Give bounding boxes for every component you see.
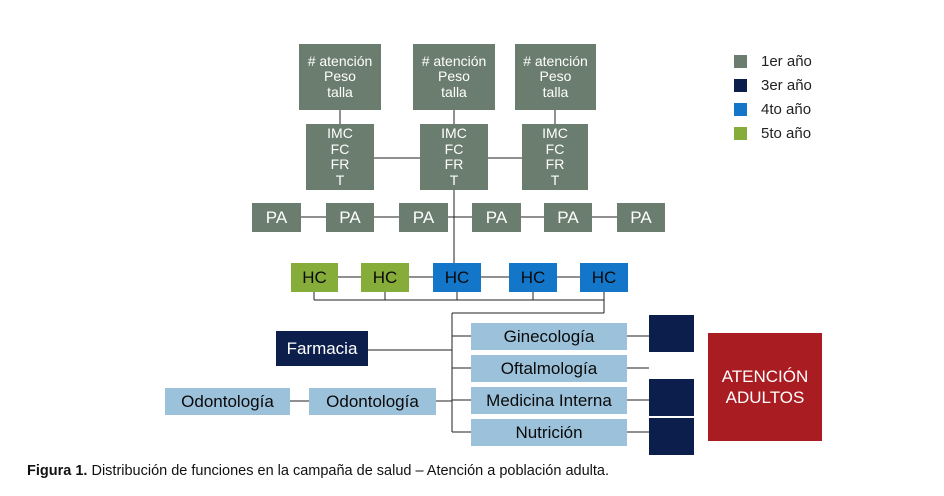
attention-line: talla bbox=[542, 83, 569, 100]
service-ginecologia: Ginecología bbox=[471, 323, 627, 350]
legend-label: 4to año bbox=[761, 101, 812, 118]
attention-line: Peso bbox=[438, 68, 470, 85]
hc-box: HC bbox=[433, 263, 481, 292]
attention-box-1: # atención Peso talla bbox=[299, 44, 381, 110]
legend-label: 1er año bbox=[761, 53, 812, 70]
vitals-box-3: IMC FC FR T bbox=[522, 124, 588, 190]
vitals-box-1: IMC FC FR T bbox=[306, 124, 374, 190]
vitals-line: FR bbox=[330, 156, 350, 172]
atencion-adultos-line: ATENCIÓN bbox=[721, 367, 809, 386]
vitals-line: T bbox=[449, 171, 459, 188]
vitals-line: T bbox=[335, 171, 345, 188]
attention-line: Peso bbox=[539, 68, 572, 85]
farmacia-box: Farmacia bbox=[276, 331, 368, 366]
odontologia-box-right: Odontología bbox=[309, 388, 436, 415]
caption-text: Distribución de funciones en la campaña … bbox=[87, 463, 609, 479]
service-medicina-interna: Medicina Interna bbox=[471, 387, 627, 414]
pa-box: PA bbox=[252, 203, 301, 232]
vitals-line: FC bbox=[444, 140, 464, 157]
legend-swatch bbox=[734, 79, 747, 92]
attention-line: talla bbox=[441, 83, 467, 100]
attention-line: # atención bbox=[307, 52, 373, 69]
vitals-line: T bbox=[550, 171, 560, 188]
attention-line: # atención bbox=[421, 52, 487, 69]
legend-item: 5to año bbox=[734, 125, 811, 142]
navy-square bbox=[649, 379, 694, 416]
vitals-box-2: IMC FC FR T bbox=[420, 124, 488, 190]
legend-item: 1er año bbox=[734, 53, 812, 70]
vitals-line: FC bbox=[545, 140, 565, 157]
attention-line: # atención bbox=[523, 52, 588, 69]
attention-box-2: # atención Peso talla bbox=[413, 44, 495, 110]
vitals-line: IMC bbox=[441, 125, 467, 141]
pa-box: PA bbox=[472, 203, 521, 232]
pa-box: PA bbox=[399, 203, 448, 232]
hc-box: HC bbox=[580, 263, 628, 292]
legend-item: 3er año bbox=[734, 77, 812, 94]
attention-line: Peso bbox=[324, 68, 356, 85]
legend-label: 3er año bbox=[761, 77, 812, 94]
legend-swatch bbox=[734, 127, 747, 140]
service-nutricion: Nutrición bbox=[471, 419, 627, 446]
vitals-line: IMC bbox=[542, 125, 568, 141]
legend-swatch bbox=[734, 103, 747, 116]
legend-label: 5to año bbox=[761, 125, 812, 142]
navy-square bbox=[649, 418, 694, 455]
hc-box: HC bbox=[509, 263, 557, 292]
pa-box: PA bbox=[544, 203, 592, 232]
vitals-line: FR bbox=[545, 156, 565, 172]
hc-box: HC bbox=[361, 263, 409, 292]
caption-label: Figura 1. bbox=[27, 463, 88, 479]
hc-box: HC bbox=[291, 263, 338, 292]
attention-line: talla bbox=[327, 83, 353, 100]
legend-swatch bbox=[734, 55, 747, 68]
pa-box: PA bbox=[617, 203, 665, 232]
legend-item: 4to año bbox=[734, 101, 811, 118]
atencion-adultos-box: ATENCIÓN ADULTOS bbox=[708, 333, 822, 441]
vitals-line: FC bbox=[330, 140, 350, 157]
attention-box-3: # atención Peso talla bbox=[515, 44, 596, 110]
pa-box: PA bbox=[326, 203, 374, 232]
navy-square bbox=[649, 315, 694, 352]
odontologia-box-left: Odontología bbox=[165, 388, 290, 415]
vitals-line: FR bbox=[444, 156, 464, 172]
atencion-adultos-line: ADULTOS bbox=[725, 388, 805, 407]
figure-caption: Figura 1. Distribución de funciones en l… bbox=[27, 463, 609, 479]
service-oftalmologia: Oftalmología bbox=[471, 355, 627, 382]
vitals-line: IMC bbox=[327, 125, 353, 141]
